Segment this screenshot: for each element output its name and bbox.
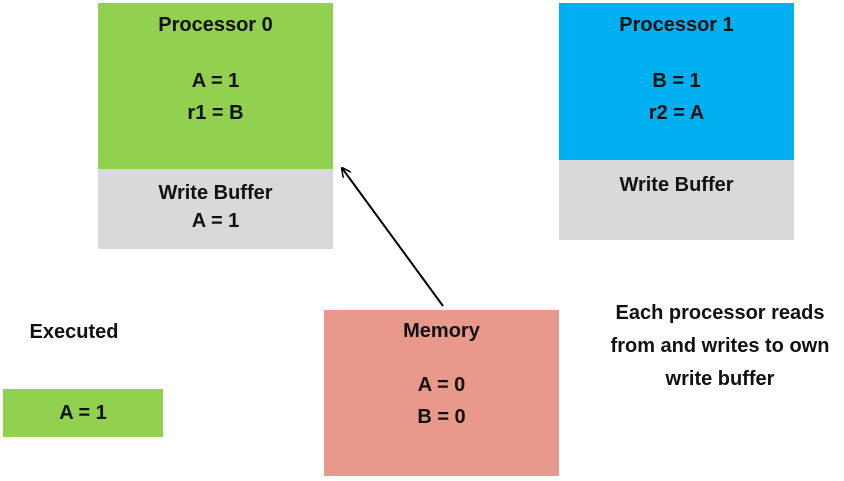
- processor0-write-buffer-title: Write Buffer: [158, 182, 273, 204]
- memory-value-b: B = 0: [417, 406, 466, 428]
- executed-label: Executed: [29, 321, 119, 343]
- processor0-title: Processor 0: [158, 14, 273, 36]
- processor0-instruction-1: A = 1: [191, 70, 240, 92]
- processor1-write-buffer-title: Write Buffer: [619, 174, 734, 196]
- processor0-write-buffer: Write Buffer A = 1: [98, 169, 333, 249]
- processor1-title: Processor 1: [619, 14, 734, 36]
- processor0-box: Processor 0 A = 1 r1 = B: [98, 3, 333, 169]
- processor0-instruction-2: r1 = B: [187, 102, 244, 124]
- processor1-write-buffer: Write Buffer: [559, 160, 794, 240]
- memory-value-a: A = 0: [417, 374, 466, 396]
- processor1-instruction-1: B = 1: [652, 70, 701, 92]
- executed-item: A = 1: [3, 389, 163, 437]
- processor1-instruction-2: r2 = A: [648, 102, 705, 124]
- processor1-box: Processor 1 B = 1 r2 = A: [559, 3, 794, 160]
- processor0-write-buffer-entry: A = 1: [191, 210, 240, 232]
- arrow-line: [342, 168, 444, 307]
- memory-title: Memory: [403, 320, 480, 342]
- note-text: Each processor reads from and writes to …: [610, 302, 830, 390]
- memory-box: Memory A = 0 B = 0: [324, 310, 559, 476]
